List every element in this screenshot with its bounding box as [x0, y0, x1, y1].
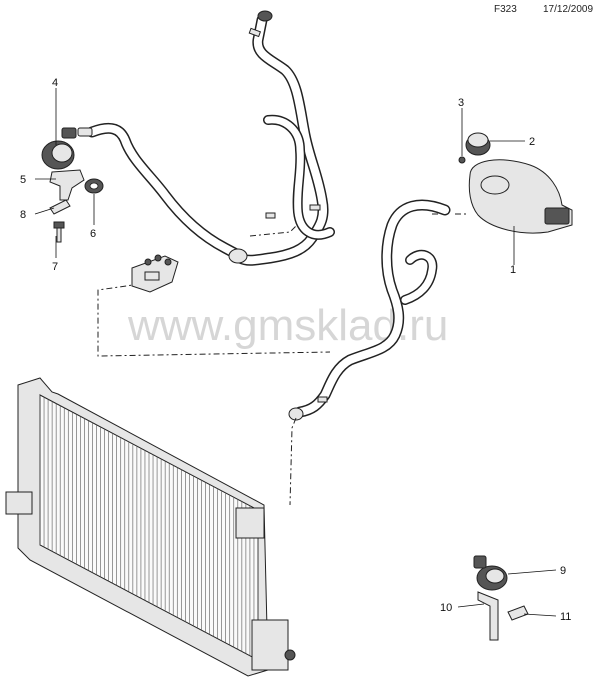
diagram-date: 17/12/2009: [543, 4, 594, 15]
callout-3: 3: [458, 97, 464, 109]
clip-icon: [507, 605, 529, 621]
hose-connector-icon: [131, 254, 179, 293]
callout-6: 6: [90, 228, 96, 240]
leader-lines: [34, 88, 557, 617]
bracket-icon: [49, 169, 85, 201]
radiator-fins: [39, 395, 259, 660]
coolant-hoses: [288, 199, 451, 421]
coolant-hoses: [86, 10, 335, 266]
bracket-icon: [477, 591, 499, 641]
routing-lines: [97, 213, 468, 506]
expansion-tank-icon: [468, 159, 573, 234]
auxiliary-pump-icon: [41, 127, 93, 170]
callout-8: 8: [20, 209, 26, 221]
callout-2: 2: [529, 136, 535, 148]
callout-7: 7: [52, 261, 58, 273]
clip-icon: [49, 199, 71, 215]
callout-1: 1: [510, 264, 516, 276]
callout-11: 11: [560, 611, 571, 623]
auxiliary-pump-icon: [473, 555, 508, 591]
reservoir-cap-icon: [465, 132, 491, 156]
bolt-icon: [53, 221, 65, 243]
diagram-code: F323: [494, 4, 517, 15]
callout-5: 5: [20, 174, 26, 186]
grommet-icon: [84, 178, 104, 194]
radiator-icon: [5, 377, 296, 677]
callouts: 1 2 3 4 5 6 7 8 9 10 11: [20, 77, 571, 623]
callout-10: 10: [440, 602, 452, 614]
bolt-icon: [458, 156, 466, 164]
callout-4: 4: [52, 77, 58, 89]
callout-9: 9: [560, 565, 566, 577]
